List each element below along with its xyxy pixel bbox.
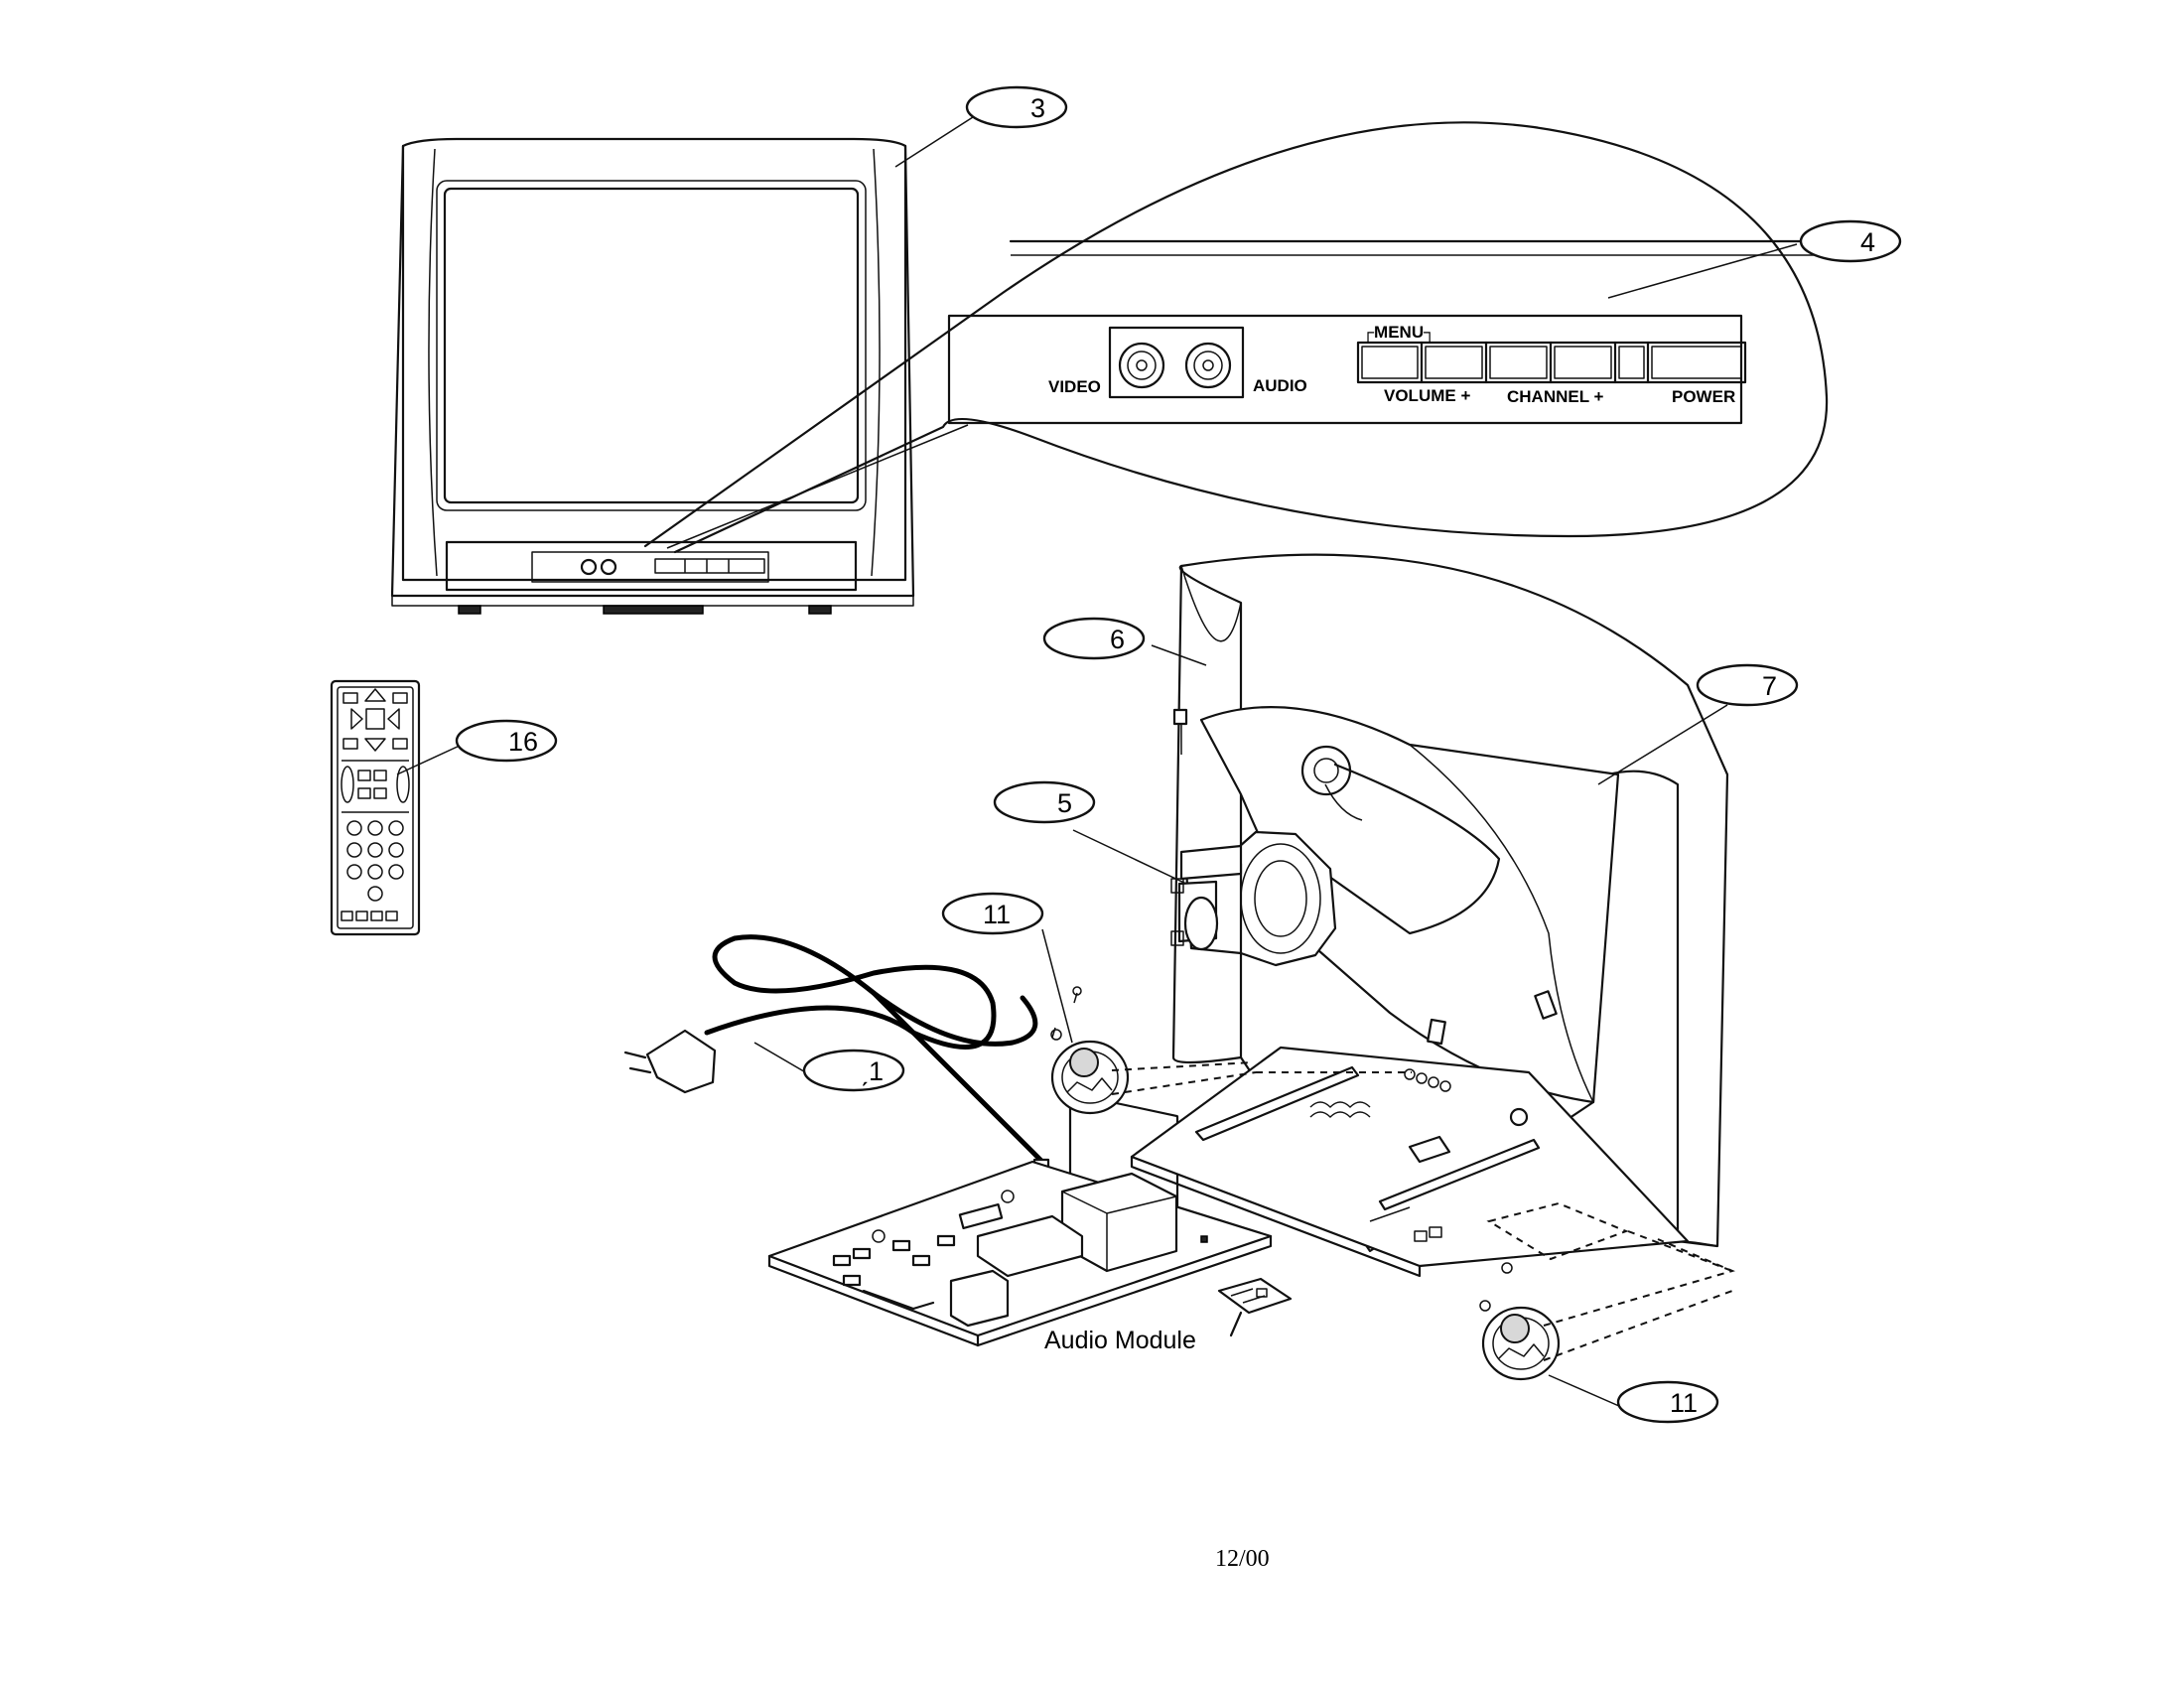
- volume-label: VOLUME +: [1384, 386, 1470, 405]
- audio-module-label: Audio Module: [1044, 1327, 1196, 1354]
- speaker-left: [1050, 986, 1130, 1115]
- svg-text:11: 11: [983, 900, 1011, 929]
- power-label: POWER: [1672, 387, 1735, 406]
- video-jack-label: VIDEO: [1048, 377, 1101, 396]
- speaker-right: [1479, 1262, 1561, 1381]
- callout-5: 5: [993, 780, 1096, 824]
- power-cord: [623, 934, 1050, 1174]
- main-chassis-board: [767, 1160, 1273, 1347]
- audio-jack-label: AUDIO: [1253, 376, 1307, 395]
- callout-11-right: 11: [1616, 1380, 1719, 1424]
- callout-4: 4: [1799, 219, 1902, 263]
- svg-text:16: 16: [508, 727, 538, 757]
- mounting-guides: [1111, 1061, 1735, 1361]
- channel-label: CHANNEL +: [1507, 387, 1604, 406]
- callout-6: 6: [1042, 617, 1146, 660]
- callout-16: 16: [455, 719, 558, 763]
- control-panel-zoom: VIDEO AUDIO ┌MENU┐ VOLUME + CHANNEL + PO…: [643, 121, 1829, 554]
- svg-text:6: 6: [1110, 625, 1125, 654]
- audio-module: Audio Module: [1044, 1277, 1293, 1354]
- callout-3: 3: [965, 85, 1068, 129]
- rear-board: [1130, 1046, 1690, 1278]
- remote-control: [330, 679, 421, 936]
- tv-front-view: [390, 137, 915, 615]
- svg-text:4: 4: [1860, 227, 1875, 257]
- svg-text:11: 11: [1670, 1388, 1698, 1418]
- svg-text:5: 5: [1057, 788, 1072, 818]
- svg-text:3: 3: [1030, 93, 1045, 123]
- svg-text:ˏ1: ˏ1: [860, 1056, 884, 1086]
- callout-7: 7: [1696, 663, 1799, 707]
- menu-label: ┌MENU┐: [1362, 323, 1435, 343]
- callout-power-cord: ˏ1: [802, 1049, 905, 1092]
- leader-lines: [396, 116, 1798, 1411]
- callout-11-left: 11: [941, 892, 1044, 935]
- footer-date: 12/00: [1215, 1546, 1270, 1572]
- svg-text:7: 7: [1762, 671, 1777, 701]
